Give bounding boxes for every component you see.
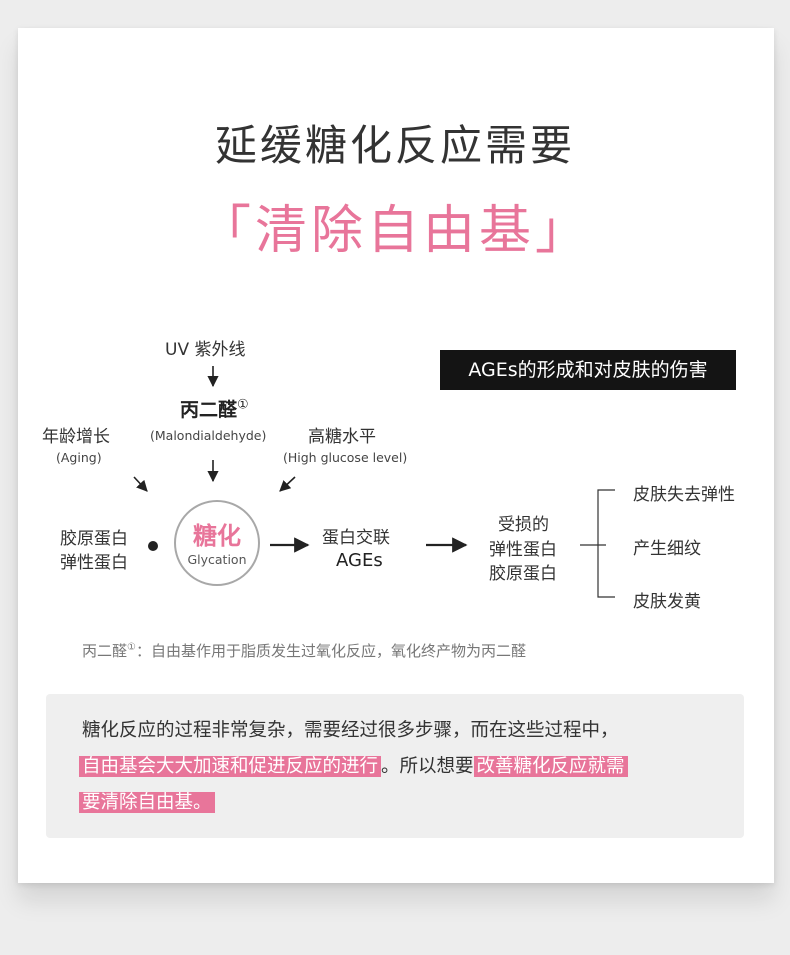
summary-line-3: 要清除自由基。 [79,788,215,818]
mda-en-label: (Malondialdehyde) [150,428,267,443]
outcome-elasticity: 皮肤失去弹性 [633,485,735,505]
glycation-en-label: Glycation [187,552,247,567]
damaged-line-1: 受损的 [498,515,549,535]
footnote-text: ：自由基作用于脂质发生过氧化反应，氧化终产物为丙二醛 [135,642,526,660]
glucose-en-label: (High glucose level) [283,450,408,465]
footnote: 丙二醛①：自由基作用于脂质发生过氧化反应，氧化终产物为丙二醛 [82,640,526,661]
mda-label: 丙二醛① [180,395,249,422]
summary-line-2: 自由基会大大加速和促进反应的进行。所以想要改善糖化反应就需 [79,752,628,782]
glucose-label: 高糖水平 [308,427,376,447]
page-subtitle: 「清除自由基」 [198,201,591,261]
glycation-label: 糖化 [193,522,241,550]
summary-highlight-2: 改善糖化反应就需 [473,756,628,777]
summary-plain: 。所以想要 [381,756,474,777]
protein-line-1: 胶原蛋白 [60,529,128,549]
aging-label: 年龄增长 [42,427,110,447]
damaged-line-2: 弹性蛋白 [489,540,557,560]
footnote-mark: ① [127,642,136,653]
outcome-wrinkles: 产生细纹 [633,539,701,559]
outcome-yellowing: 皮肤发黄 [633,592,701,612]
glycation-circle [174,500,260,586]
page-title: 延缓糖化反应需要 [214,121,575,170]
footnote-term: 丙二醛 [82,642,128,660]
summary-highlight-3: 要清除自由基。 [79,792,215,813]
plus-dot [148,541,158,551]
protein-line-2: 弹性蛋白 [60,553,128,573]
aging-en-label: (Aging) [56,450,102,465]
uv-label: UV 紫外线 [165,340,246,360]
crosslink-label: 蛋白交联 [322,528,390,548]
damaged-line-3: 胶原蛋白 [489,564,557,584]
mda-footnote-mark: ① [237,397,249,413]
summary-highlight-1: 自由基会大大加速和促进反应的进行 [79,756,382,777]
summary-line-1: 糖化反应的过程非常复杂，需要经过很多步骤，而在这些过程中， [82,720,619,741]
ages-label: AGEs [336,550,383,571]
mda-label-cn: 丙二醛 [180,399,238,421]
section-tag: AGEs的形成和对皮肤的伤害 [440,350,736,390]
